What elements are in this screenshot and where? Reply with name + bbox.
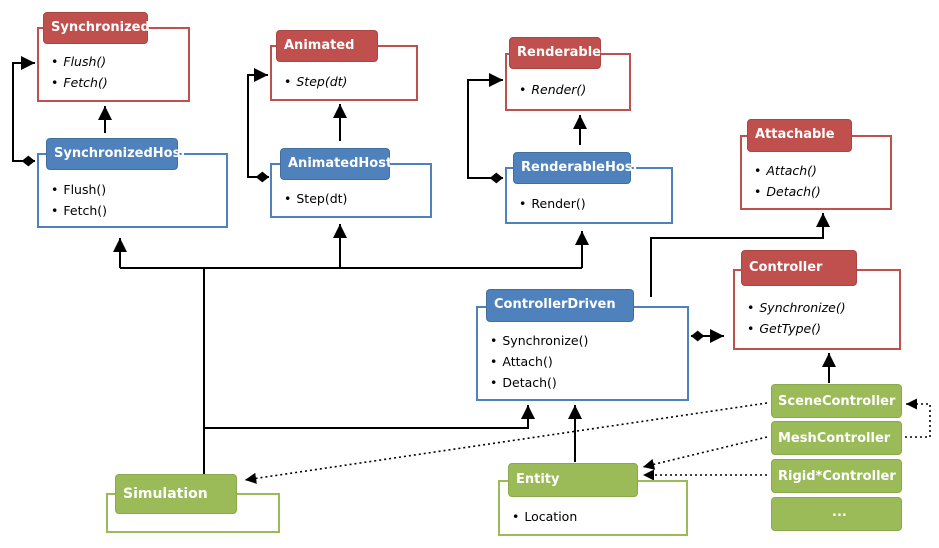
animated-members: Step(dt) (284, 71, 347, 92)
member-item: Location (512, 506, 577, 527)
entity-members: Location (512, 506, 577, 527)
synchronizedhost-members: Flush() Fetch() (51, 179, 107, 221)
renderable-members: Render() (519, 79, 586, 100)
controllerdriven-header[interactable]: ControllerDriven (486, 289, 634, 322)
edge-animated-aggregation (247, 68, 269, 183)
meshcontroller-node[interactable]: MeshController (771, 421, 902, 455)
member-item: Step(dt) (284, 71, 347, 92)
member-item: GetType() (747, 318, 846, 339)
member-item: Detach() (490, 372, 588, 393)
renderablehost-members: Render() (519, 193, 585, 214)
synchronized-header[interactable]: Synchronized (43, 12, 150, 44)
attachable-header[interactable]: Attachable (747, 119, 852, 152)
animated-header[interactable]: Animated (276, 30, 378, 62)
more-controllers-node[interactable]: ... (771, 497, 902, 531)
member-item: Flush() (51, 51, 108, 72)
member-item: Synchronize() (747, 297, 845, 318)
member-item: Fetch() (51, 72, 107, 93)
renderablehost-header[interactable]: RenderableHost (513, 152, 639, 184)
member-item: Attach() (490, 351, 588, 372)
member-item: Flush() (51, 179, 107, 200)
simulation-header[interactable]: Simulation (115, 474, 237, 514)
controller-members: Synchronize() GetType() (747, 297, 846, 339)
animatedhost-header[interactable]: AnimatedHost (280, 148, 392, 180)
synchronizedhost-header[interactable]: SynchronizedHost (46, 138, 187, 170)
dep-meshcontroller-entity (642, 436, 768, 470)
member-item: Render() (519, 79, 586, 100)
member-item: Synchronize() (490, 330, 588, 351)
rigidcontroller-node[interactable]: Rigid*Controller (771, 459, 902, 493)
entity-header[interactable]: Entity (508, 463, 638, 497)
attachable-members: Attach() Detach() (754, 160, 821, 202)
controllerdriven-members: Synchronize() Attach() Detach() (490, 330, 588, 393)
animatedhost-members: Step(dt) (284, 188, 347, 209)
controller-header[interactable]: Controller (741, 250, 857, 286)
member-item: Render() (519, 193, 585, 214)
scenecontroller-node[interactable]: SceneController (771, 384, 902, 418)
member-item: Fetch() (51, 200, 107, 221)
member-item: Attach() (754, 160, 821, 181)
renderable-header[interactable]: Renderable (509, 37, 601, 69)
dep-meshcontroller-scenecontroller (905, 398, 931, 438)
edge-controllerdriven-to-attachable (650, 213, 830, 297)
member-item: Step(dt) (284, 188, 347, 209)
member-item: Detach() (754, 181, 820, 202)
edge-simulation-to-controllerdriven (204, 405, 535, 429)
edge-renderable-aggregation (467, 73, 503, 184)
dep-scenecontroller-simulation (244, 402, 768, 484)
edge-synchronized-aggregation (12, 56, 35, 167)
synchronized-members: Flush() Fetch() (51, 51, 108, 93)
